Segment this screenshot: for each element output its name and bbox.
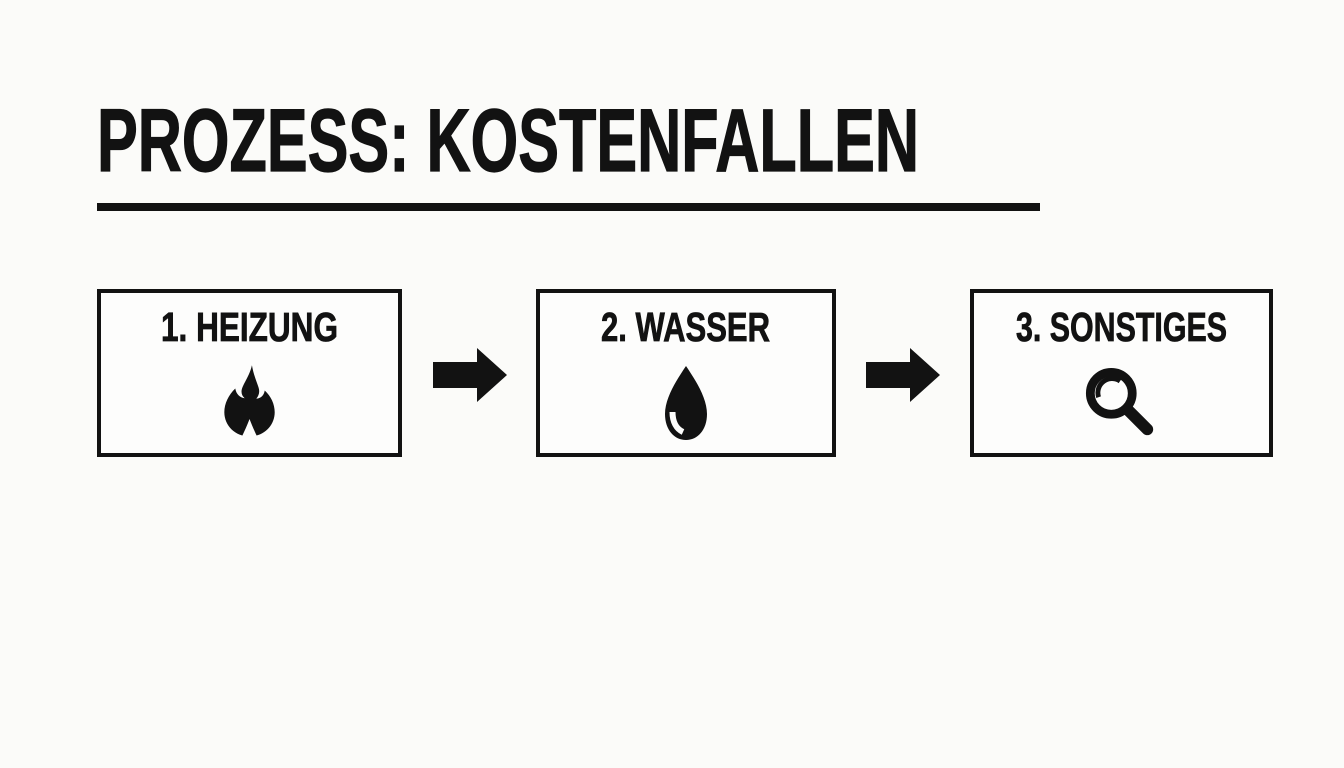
step-label-sonstiges: 3. SONSTIGES [1015, 304, 1227, 345]
page-title: PROZESS: KOSTENFALLEN [97, 100, 920, 182]
svg-text:3. SONSTIGES: 3. SONSTIGES [1016, 304, 1227, 345]
step-box-wasser: 2. WASSER [536, 289, 836, 457]
title-underline [97, 203, 1040, 211]
step-icon-wrap [219, 354, 281, 453]
svg-text:2. WASSER: 2. WASSER [601, 304, 770, 345]
magnifying-glass-icon [1085, 367, 1153, 435]
flame-icon [223, 364, 275, 438]
step-icon-wrap [1084, 354, 1160, 453]
arrow-right-icon [433, 348, 507, 402]
step-label-heizung: 1. HEIZUNG [160, 304, 338, 345]
svg-text:1. HEIZUNG: 1. HEIZUNG [161, 304, 338, 345]
page-title-text: PROZESS: KOSTENFALLEN [97, 100, 919, 182]
step-label-wasser: 2. WASSER [601, 304, 771, 345]
step-icon-wrap [660, 354, 712, 453]
step-box-heizung: 1. HEIZUNG [97, 289, 402, 457]
arrow-right-icon [866, 348, 940, 402]
water-drop-icon [665, 365, 707, 440]
step-box-sonstiges: 3. SONSTIGES [970, 289, 1273, 457]
